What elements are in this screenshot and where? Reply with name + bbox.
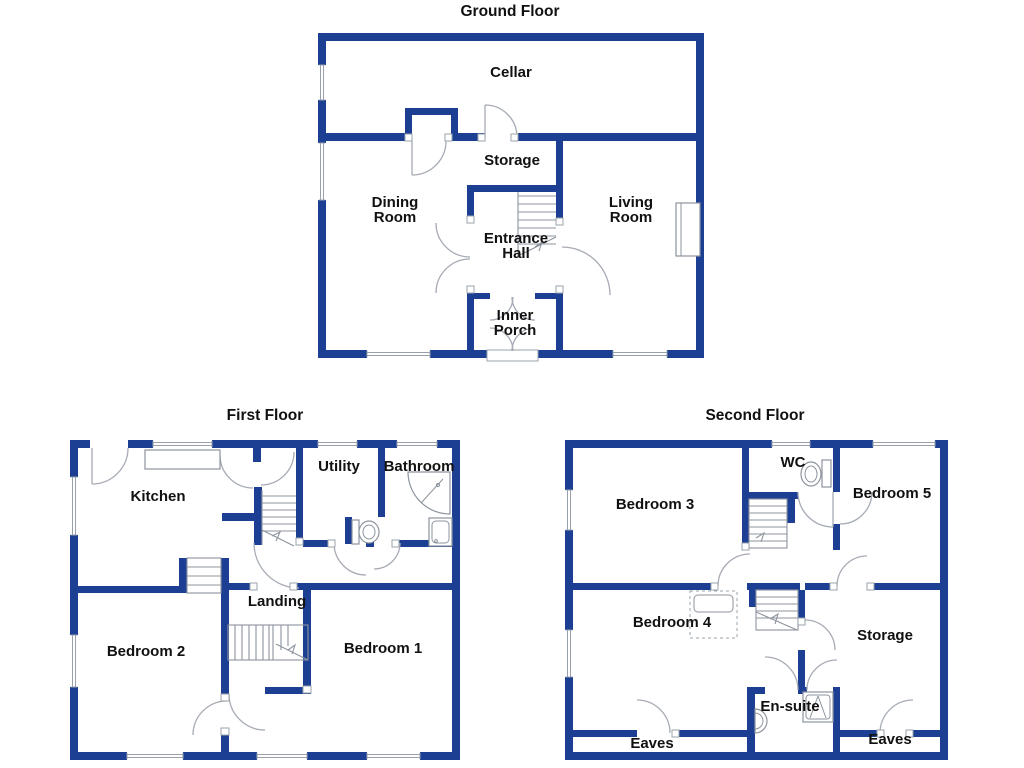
second-floor-title: Second Floor	[705, 407, 804, 424]
windows-layer	[565, 440, 936, 678]
eaves-left-door-arc	[636, 699, 671, 734]
window	[565, 629, 573, 678]
stair-closet-door-left-arc	[219, 454, 254, 489]
room-label-bedroom-1: Bedroom 1	[344, 640, 422, 657]
window	[366, 350, 431, 358]
stairs-landing	[227, 624, 309, 661]
room-label-wc: WC	[781, 454, 806, 471]
room-label-kitchen: Kitchen	[130, 488, 185, 505]
landing-door-arc	[228, 693, 266, 731]
window	[318, 64, 326, 101]
stair-closet-door-right-arc	[260, 451, 295, 486]
room-label-bathroom: Bathroom	[384, 458, 455, 475]
ground-floor-title: Ground Floor	[460, 3, 559, 20]
window	[256, 752, 308, 760]
fireplace	[675, 202, 701, 257]
room-label-bedroom-5: Bedroom 5	[853, 485, 931, 502]
storage-door-arc	[804, 619, 836, 651]
stairs-upper-flight	[748, 498, 788, 549]
room-label-cellar: Cellar	[490, 64, 532, 81]
window	[396, 440, 438, 448]
landing-door-right-arc	[836, 555, 868, 587]
walls-layer	[318, 33, 704, 358]
wc-door-arc	[797, 491, 834, 528]
window	[70, 634, 78, 688]
kitchen-hall-door-arc	[253, 542, 300, 589]
wall-caps	[220, 537, 400, 736]
porch-threshold	[486, 349, 539, 362]
room-label-eaves-left: Eaves	[630, 735, 673, 752]
room-label-storage: Storage	[484, 152, 540, 169]
en-suite-storage-door-arc	[806, 659, 838, 691]
bathroom-door-arc	[373, 542, 401, 570]
window	[152, 440, 213, 448]
window	[318, 142, 326, 201]
stairs-lower-flight	[755, 589, 799, 631]
window	[70, 476, 78, 536]
wall-caps	[671, 542, 914, 738]
window	[126, 752, 184, 760]
bedroom-5-door-arc	[839, 491, 873, 525]
stairs-main	[261, 490, 296, 547]
bedroom-2-door-arc	[192, 700, 228, 736]
window	[612, 350, 668, 358]
shower-icon	[407, 471, 451, 515]
sink-icon	[428, 517, 453, 547]
stairs-entrance-hall	[517, 192, 557, 258]
landing-door-left-arc	[717, 553, 751, 587]
windows-layer	[318, 64, 668, 362]
walls-layer	[70, 440, 460, 760]
doors-layer	[411, 104, 611, 352]
eaves-right-door-arc	[879, 699, 914, 734]
living-room-door-arc	[561, 246, 611, 296]
kitchen-door-arc	[91, 447, 129, 485]
room-label-utility: Utility	[318, 458, 360, 475]
room-label-landing: Landing	[248, 593, 306, 610]
wall-caps	[404, 133, 564, 294]
windows-layer	[70, 440, 438, 760]
shower-icon	[802, 691, 834, 723]
window	[317, 440, 358, 448]
porch-inner-door-right-arc	[511, 296, 536, 321]
toilet-icon	[800, 459, 832, 488]
doors-layer	[636, 491, 914, 734]
utility-door-arc	[333, 542, 367, 576]
loft-hatch	[689, 590, 738, 639]
room-label-bedroom-2: Bedroom 2	[107, 643, 185, 660]
dining-hall-door-arc	[435, 222, 471, 258]
cellar-door-arc	[484, 104, 518, 138]
room-label-storage-2f: Storage	[857, 627, 913, 644]
kitchen-counter	[144, 449, 221, 470]
sink-icon	[754, 708, 768, 734]
window	[771, 440, 811, 448]
window	[872, 440, 936, 448]
first-floor-title: First Floor	[227, 407, 304, 424]
window	[366, 752, 421, 760]
window	[565, 489, 573, 531]
dining-hall-door-arc-2	[435, 258, 471, 294]
room-label-en-suite: En-suite	[760, 698, 819, 715]
storage-closet-door-arc	[411, 140, 447, 176]
room-label-eaves-right: Eaves	[868, 731, 911, 748]
room-label-bedroom-4: Bedroom 4	[633, 614, 712, 631]
toilet-icon	[351, 519, 380, 545]
porch-entry-door-right-arc	[511, 327, 536, 352]
room-label-bedroom-3: Bedroom 3	[616, 496, 694, 513]
steps-kitchen	[186, 557, 222, 594]
walls-layer	[565, 440, 948, 760]
en-suite-door-arc	[764, 656, 799, 691]
